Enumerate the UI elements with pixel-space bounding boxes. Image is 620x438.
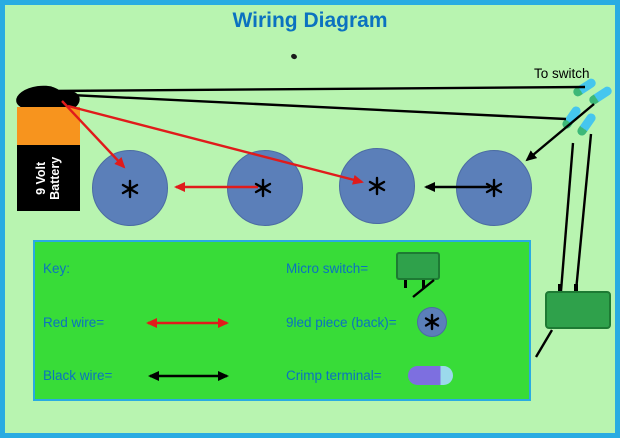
wire-battery-to-crimp-lower xyxy=(49,92,567,121)
led-piece-4 xyxy=(456,150,532,226)
key-heading: Key: xyxy=(43,261,71,276)
key-micro-switch-pin xyxy=(422,280,425,288)
battery-orange-top xyxy=(17,107,80,145)
key-crimp-terminal-icon xyxy=(408,366,453,385)
key-led-label: 9led piece (back)= xyxy=(286,315,397,330)
decorative-speck xyxy=(290,52,298,61)
battery-label-line2: Battery xyxy=(48,156,63,200)
wire-crimp-to-switch-left xyxy=(559,142,575,292)
led-piece-1 xyxy=(92,150,168,226)
key-crimp-label: Crimp terminal= xyxy=(286,368,382,383)
crimp-terminal-icon xyxy=(575,111,598,138)
key-micro-switch-icon xyxy=(396,252,440,280)
page-title: Wiring Diagram xyxy=(232,9,388,32)
key-micro-switch-label: Micro switch= xyxy=(286,261,369,276)
wire-crimp-to-switch-right xyxy=(574,133,593,292)
led-piece-3 xyxy=(339,148,415,224)
key-red-wire-label: Red wire= xyxy=(43,315,105,330)
key-black-wire-label: Black wire= xyxy=(43,368,113,383)
key-box: Key: Red wire= Black wire= Micro switch=… xyxy=(33,240,531,401)
micro-switch-lever-line xyxy=(534,329,554,358)
to-switch-label: To switch xyxy=(534,66,590,81)
key-led-piece-icon xyxy=(417,307,447,337)
battery-label-area: 9 Volt Battery xyxy=(17,145,80,211)
micro-switch xyxy=(545,291,611,329)
key-micro-switch-pin xyxy=(404,280,407,288)
battery-label: 9 Volt Battery xyxy=(34,156,63,199)
battery: 9 Volt Battery xyxy=(17,107,80,211)
wire-battery-to-crimp-top xyxy=(49,85,586,93)
battery-label-line1: 9 Volt xyxy=(34,161,49,195)
led-piece-2 xyxy=(227,150,303,226)
